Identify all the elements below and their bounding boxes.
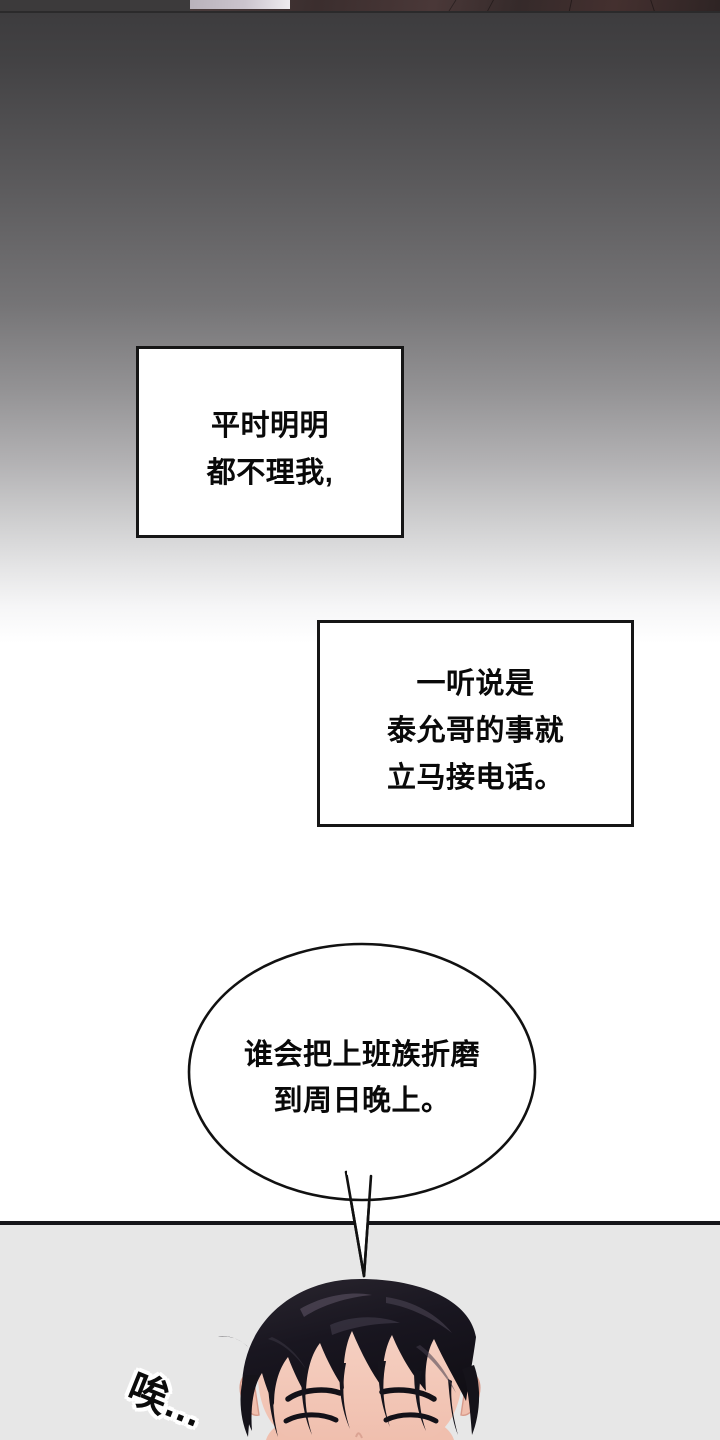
previous-panel-streak bbox=[487, 0, 494, 11]
speech-bubble-text: 谁会把上班族折磨 到周日晚上。 bbox=[243, 1039, 480, 1117]
previous-panel-streak bbox=[650, 0, 655, 11]
previous-panel-artwork bbox=[190, 0, 720, 11]
caption-box-1-text: 平时明明 都不理我, bbox=[206, 410, 334, 489]
character-artwork bbox=[218, 1279, 481, 1440]
previous-panel-sliver bbox=[0, 0, 720, 14]
previous-panel-base-line bbox=[0, 11, 720, 14]
speech-bubble: 谁会把上班族折磨 到周日晚上。 bbox=[178, 940, 546, 1278]
previous-panel-highlight bbox=[190, 0, 290, 9]
previous-panel-streak bbox=[568, 0, 573, 11]
previous-panel-streak bbox=[448, 0, 457, 11]
caption-box-2-text: 一听说是 泰允哥的事就 立马接电话。 bbox=[386, 668, 564, 794]
caption-box-2: 一听说是 泰允哥的事就 立马接电话。 bbox=[317, 620, 634, 827]
speech-bubble-shape bbox=[187, 942, 537, 1278]
caption-box-1: 平时明明 都不理我, bbox=[136, 346, 404, 538]
character-head bbox=[0, 1225, 720, 1440]
